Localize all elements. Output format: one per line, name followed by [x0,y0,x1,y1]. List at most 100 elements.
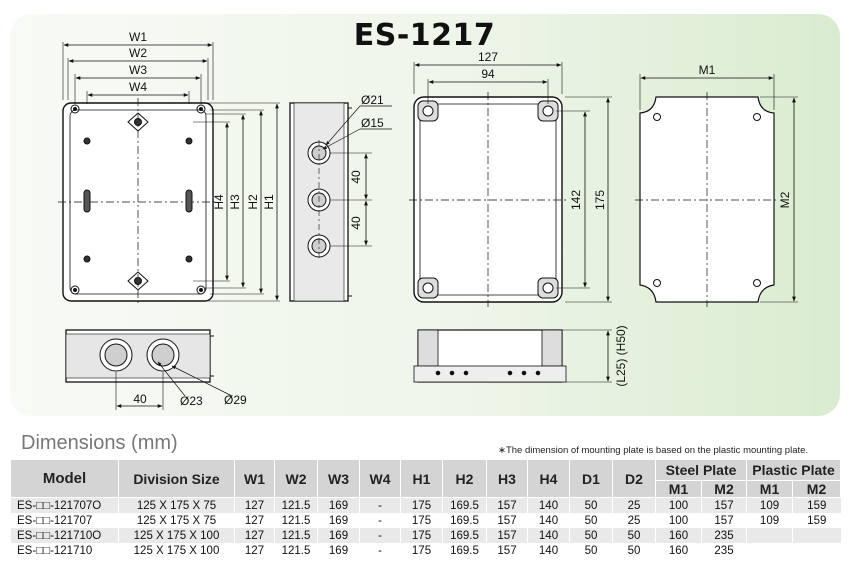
cell-steel-m2: 235 [700,528,747,543]
cell-w1: 127 [234,528,275,543]
dimensions-table: Model Division Size W1 W2 W3 W4 H1 H2 H3… [10,459,842,558]
header-w3: W3 [317,459,360,498]
dim-depth: (L25) (H50) [614,325,628,386]
cell-steel-m2: 157 [700,497,747,513]
header-w2: W2 [274,459,318,498]
technical-drawings: W1 W2 W3 W4 H4 H3 H2 H1 Ø21 Ø15 40 40 [58,30,798,410]
table-row: ES-□□-121707 125 X 175 X 75 127 121.5 16… [10,513,841,528]
cell-steel-m2: 157 [700,513,747,528]
dim-h3: H3 [228,194,242,210]
dim-hole-pitch-40: 40 [133,392,147,406]
cell-h1: 175 [400,513,443,528]
cell-w4: - [359,497,401,513]
header-h1: H1 [400,459,443,498]
base-view [409,62,612,307]
header-w4: W4 [359,459,401,498]
cell-h4: 140 [527,513,570,528]
dim-h4: H4 [212,194,226,210]
cell-h1: 175 [400,528,443,543]
cell-plastic-m2: 159 [792,497,841,513]
dim-m2: M2 [778,191,792,208]
cell-model: ES-□□-121710O [10,528,119,543]
dim-w3: W3 [129,63,147,77]
cell-steel-m1: 160 [655,528,702,543]
header-h3: H3 [486,459,528,498]
base-side-view [413,329,612,383]
cell-plastic-m2 [792,543,841,558]
header-steel-plate: Steel Plate [654,459,748,481]
cell-model: ES-□□-121710 [10,543,119,558]
cell-steel-m1: 100 [655,513,702,528]
cell-w1: 127 [234,513,275,528]
table-row: ES-□□-121710O 125 X 175 X 100 127 121.5 … [10,528,841,543]
cell-h3: 157 [486,513,528,528]
dim-dia23: Ø23 [180,394,203,408]
cell-w3: 169 [317,528,360,543]
table-row: ES-□□-121707O 125 X 175 X 75 127 121.5 1… [10,497,841,513]
cell-d1: 50 [569,513,613,528]
cell-h4: 140 [527,528,570,543]
cell-h3: 157 [486,543,528,558]
cell-w2: 121.5 [274,497,318,513]
cell-h1: 175 [400,497,443,513]
cell-h1: 175 [400,543,443,558]
cell-division: 125 X 175 X 100 [118,528,235,543]
cell-steel-m2: 235 [700,543,747,558]
product-title: ES-1217 [353,18,496,53]
cell-plastic-m1: 109 [746,513,793,528]
table-body: ES-□□-121707O 125 X 175 X 75 127 121.5 1… [10,497,841,558]
dim-w2: W2 [129,46,147,60]
header-division-size: Division Size [118,459,235,498]
header-plastic-m2: M2 [792,480,842,498]
dim-h1: H1 [262,194,276,210]
cell-model: ES-□□-121707 [10,513,119,528]
cell-d2: 50 [612,543,656,558]
cell-d2: 50 [612,528,656,543]
header-d2: D2 [612,459,656,498]
cell-h2: 169.5 [442,543,487,558]
dimensions-heading: Dimensions (mm) [21,432,178,454]
cell-d2: 25 [612,497,656,513]
header-d1: D1 [569,459,613,498]
dim-m1: M1 [699,63,716,77]
cell-h2: 169.5 [442,513,487,528]
bottom-view-left [65,329,233,410]
cell-w1: 127 [234,543,275,558]
dim-175: 175 [593,190,607,210]
cell-steel-m1: 160 [655,543,702,558]
cell-w4: - [359,528,401,543]
cell-h4: 140 [527,497,570,513]
mounting-plate-view [635,74,798,307]
header-plastic-plate: Plastic Plate [746,459,842,481]
header-steel-m2: M2 [700,480,748,498]
dim-h2: H2 [246,194,260,210]
cell-h2: 169.5 [442,528,487,543]
dim-142: 142 [569,190,583,210]
dim-94: 94 [481,67,495,81]
cell-w2: 121.5 [274,528,318,543]
cell-h4: 140 [527,543,570,558]
cell-plastic-m1 [746,528,793,543]
front-view [58,42,280,306]
cell-w2: 121.5 [274,543,318,558]
header-model: Model [10,459,119,498]
cell-w3: 169 [317,497,360,513]
dim-dia21: Ø21 [361,93,384,107]
cell-d1: 50 [569,528,613,543]
cell-w4: - [359,543,401,558]
cell-plastic-m2: 159 [792,513,841,528]
cell-h3: 157 [486,528,528,543]
header-h2: H2 [442,459,487,498]
dim-127: 127 [478,50,498,64]
cell-steel-m1: 100 [655,497,702,513]
cell-plastic-m1 [746,543,793,558]
header-w1: W1 [234,459,275,498]
cell-w1: 127 [234,497,275,513]
header-plastic-m1: M1 [746,480,794,498]
cell-plastic-m2 [792,528,841,543]
cell-w3: 169 [317,513,360,528]
header-steel-m1: M1 [655,480,702,498]
dim-w4: W4 [129,80,147,94]
cell-w4: - [359,513,401,528]
cell-h3: 157 [486,497,528,513]
